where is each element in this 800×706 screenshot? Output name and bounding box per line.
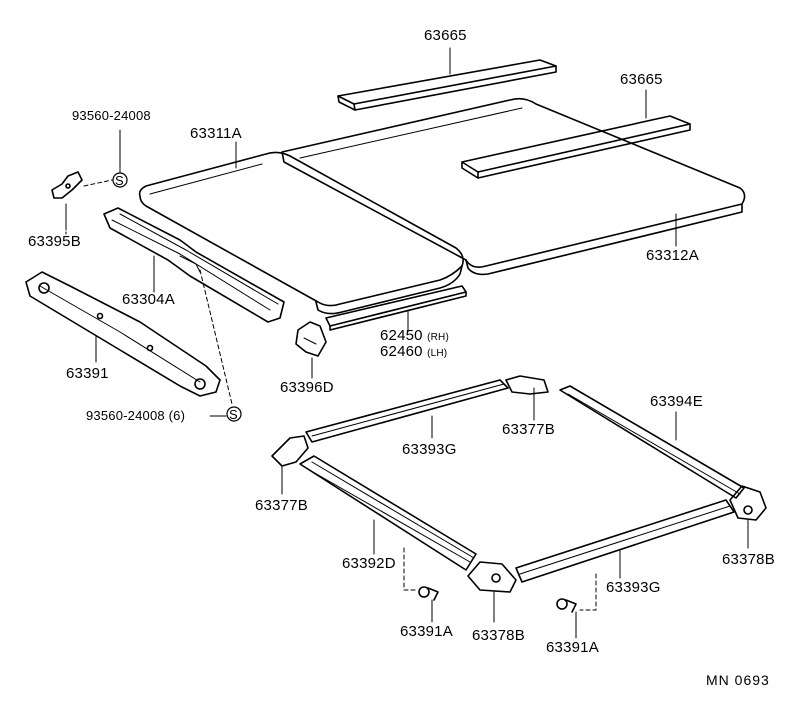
roof-rail-top-shape: [337, 59, 557, 111]
weatherstrip-lh-side: (LH): [427, 348, 448, 359]
retainer-front-shape: [103, 207, 285, 323]
screw-symbol-top: S: [115, 173, 124, 188]
label-reinforcement: 63391: [66, 365, 109, 382]
bracket-shape: [51, 171, 83, 231]
roof-panel-front-shape: [138, 151, 464, 315]
label-corner-front-left: 63378B: [472, 627, 525, 644]
label-panel-rear: 63312A: [646, 247, 699, 264]
label-retainer-front: 63304A: [122, 291, 175, 308]
clip-screw-bottom-number: 93560-24008: [86, 408, 165, 423]
corner-front-left-shape: [467, 561, 517, 593]
label-roof-rail-b: 63665: [620, 71, 663, 88]
label-panel-front: 63311A: [190, 125, 242, 142]
diagram-reference: MN 0693: [706, 672, 770, 688]
label-corner-rear-right: 63377B: [502, 421, 555, 438]
weatherstrip-rh-side: (RH): [427, 332, 449, 343]
screw-symbol-bottom: S: [229, 407, 238, 422]
label-rail-front: 63393G: [606, 579, 661, 596]
label-clip-screw-bottom: 93560-24008 (6): [86, 408, 185, 424]
label-corner-piece: 63396D: [280, 379, 334, 396]
label-weatherstrip-lh: 62460 (LH): [380, 344, 447, 362]
corner-rear-right-shape: [505, 375, 549, 395]
rail-right-shape: [559, 385, 745, 499]
weatherstrip-shape: [325, 285, 467, 331]
rail-left-shape: [299, 455, 477, 571]
rail-front-shape: [515, 499, 735, 583]
reinforcement-shape: [25, 271, 221, 397]
label-rail-right: 63394E: [650, 393, 703, 410]
leader-lines: [65, 47, 749, 639]
clip-left-shape: [418, 586, 439, 601]
rail-rear-shape: [305, 379, 509, 443]
label-bracket-left: 63395B: [28, 233, 81, 250]
weatherstrip-lh-number: 62460: [380, 343, 423, 360]
label-corner-front-right: 63378B: [722, 551, 775, 568]
label-clip-right: 63391A: [546, 639, 599, 656]
label-clip-left: 63391A: [400, 623, 453, 640]
roof-rail-second-shape: [461, 115, 691, 179]
label-clip-screw-top: 93560-24008: [72, 108, 151, 123]
label-rail-rear: 63393G: [402, 441, 457, 458]
corner-rear-left-shape: [271, 435, 309, 467]
roof-panel-rear-shape: [281, 97, 746, 276]
label-rail-left: 63392D: [342, 555, 396, 572]
clip-right-shape: [556, 598, 577, 613]
label-weatherstrip-rh: 62450 (RH): [380, 328, 449, 346]
label-roof-rail-a: 63665: [424, 27, 467, 44]
corner-front-right-shape: [729, 485, 767, 521]
clip-screw-bottom-qty: (6): [168, 408, 186, 423]
weatherstrip-rh-number: 62450: [380, 327, 423, 344]
corner-piece-shape: [295, 321, 327, 357]
label-corner-rear-left: 63377B: [255, 497, 308, 514]
